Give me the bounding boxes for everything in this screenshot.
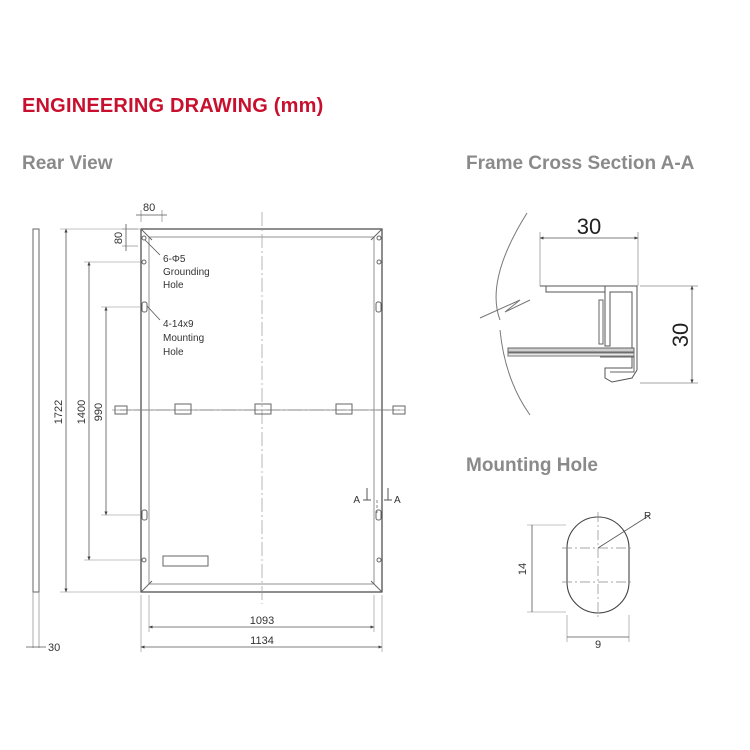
section-mark-left: A	[353, 495, 360, 506]
grounding-hole	[376, 557, 382, 563]
mounting-slot	[141, 509, 148, 521]
dim-total-height: 1722	[53, 400, 65, 424]
mounting-hole-drawing	[527, 512, 651, 642]
cross-width-dim: 30	[577, 214, 601, 239]
dim-inner-width: 1093	[250, 615, 274, 627]
note-mounting-line1: Mounting	[163, 333, 204, 344]
junction-box-center	[254, 403, 272, 415]
cable-connector-right	[392, 405, 406, 415]
junction-box-right	[335, 403, 353, 415]
dim-mount-spacing: 1400	[76, 400, 88, 424]
note-grounding-qty: 6-Φ5	[163, 254, 186, 265]
note-mounting-line2: Hole	[163, 347, 184, 358]
cable-connector-left	[114, 405, 128, 415]
cross-section-drawing	[479, 212, 698, 416]
note-grounding-line1: Grounding	[163, 267, 210, 278]
rear-view-title: Rear View	[22, 153, 113, 174]
cross-section-title: Frame Cross Section A-A	[466, 153, 695, 174]
grounding-hole	[141, 557, 147, 563]
drawing-title: ENGINEERING DRAWING (mm)	[22, 95, 324, 117]
frame-profile	[540, 285, 606, 293]
mounting-slot	[375, 509, 382, 521]
note-grounding-line2: Hole	[163, 280, 184, 291]
section-mark-right: A	[394, 495, 401, 506]
dim-ground-spacing: 990	[93, 403, 105, 421]
mounting-hole-title: Mounting Hole	[466, 455, 598, 476]
mount-height-dim: 14	[517, 563, 529, 575]
dim-thickness: 30	[48, 642, 60, 654]
note-mounting-qty: 4-14x9	[163, 319, 194, 330]
dim-total-width: 1134	[250, 635, 274, 647]
module-inner-frame	[148, 236, 375, 585]
rear-view-drawing	[26, 210, 406, 652]
dim-frame-height: 80	[113, 232, 125, 244]
grounding-hole	[141, 259, 147, 265]
side-profile	[32, 228, 40, 593]
grounding-hole	[376, 259, 382, 265]
mounting-slot	[375, 301, 382, 313]
mounting-slot	[141, 301, 148, 313]
grounding-hole	[141, 235, 147, 241]
junction-box-left	[174, 403, 192, 415]
module-outer-frame	[140, 228, 383, 593]
glass-laminate	[507, 347, 635, 353]
cross-height-dim: 30	[668, 323, 693, 347]
mount-radius-label: R	[644, 511, 651, 522]
mount-width-dim: 9	[595, 639, 601, 651]
dim-frame-width: 80	[143, 202, 155, 214]
label-plate	[162, 555, 209, 567]
grounding-hole	[376, 235, 382, 241]
